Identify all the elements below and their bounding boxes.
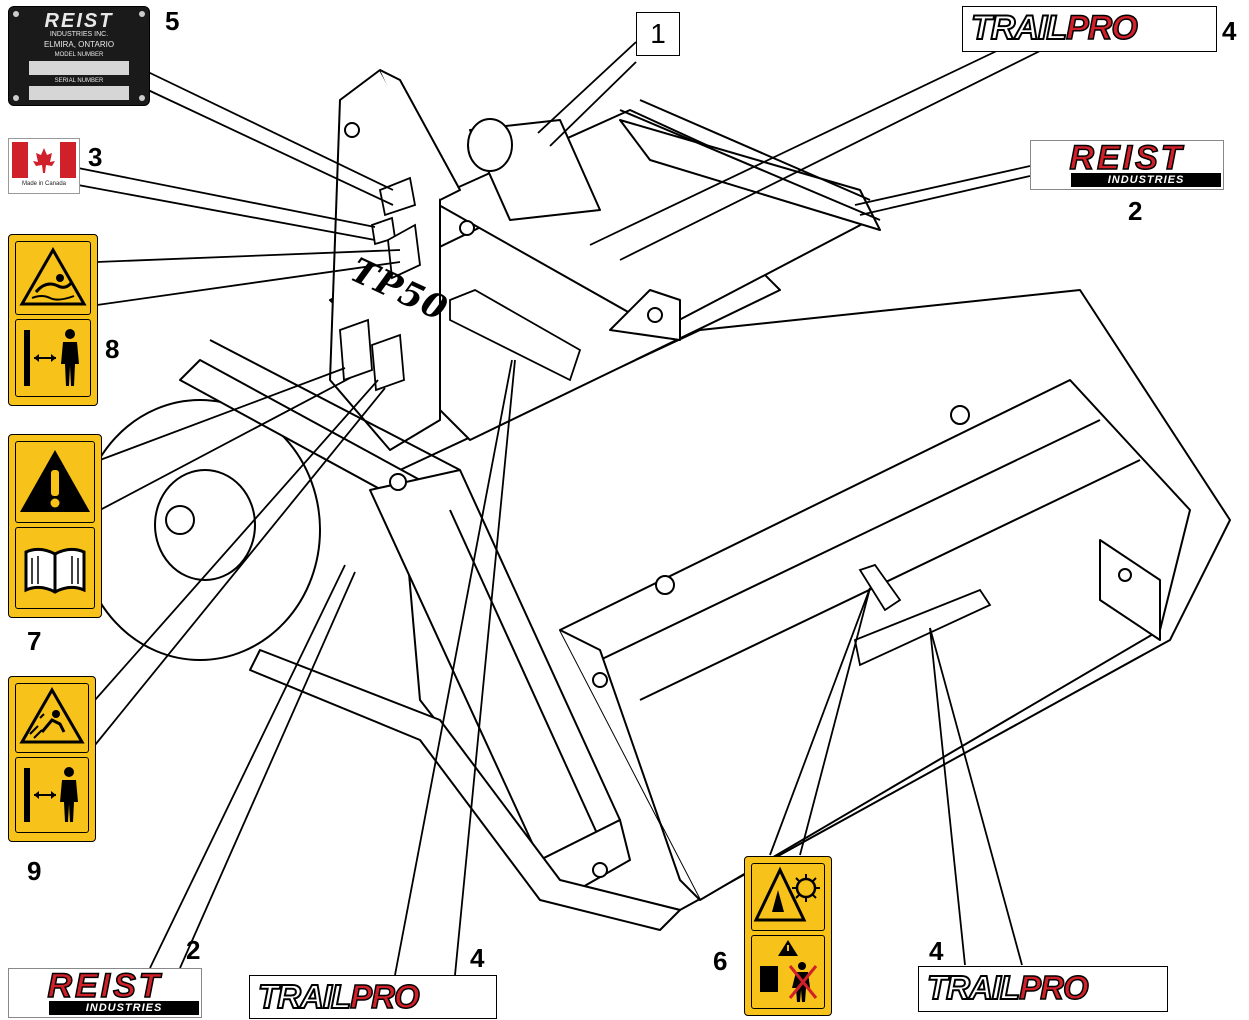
trailpro-pro-text: PRO (349, 978, 420, 1015)
reist-brand-text: REIST (47, 966, 163, 1006)
caution-triangle-icon (20, 450, 90, 512)
thrown-object-warning-decal (8, 676, 96, 842)
trailpro-decal-top: TRAILPRO (962, 6, 1217, 52)
callout-8: 8 (105, 334, 120, 364)
plate-model-label: MODEL NUMBER (54, 52, 104, 58)
rotor-hazard-decal (744, 856, 832, 1016)
trailpro-decal-right: TRAILPRO (918, 966, 1168, 1012)
plate-serial-field (29, 86, 129, 100)
keep-distance-icon (24, 329, 79, 386)
trailpro-trail-text: TRAIL (926, 969, 1021, 1006)
plate-rivet-icon (13, 95, 19, 101)
thrown-object-hazard-icon (19, 686, 85, 744)
decal-spot-6 (858, 563, 902, 612)
plate-subtitle: INDUSTRIES INC. (49, 31, 109, 38)
callout-2-bottom: 2 (186, 935, 201, 965)
trailpro-trail-text: TRAIL (257, 978, 352, 1015)
plate-model-field (29, 61, 129, 75)
plate-rivet-icon (13, 11, 19, 17)
callout-5: 5 (165, 6, 180, 36)
canada-flag-icon (12, 142, 76, 178)
decal-spot-4-mid (449, 289, 582, 382)
callout-4-top: 4 (1222, 16, 1237, 46)
entanglement-hazard-icon (19, 246, 87, 306)
plate-serial-label: SERIAL NUMBER (54, 78, 104, 84)
flag-caption: Made in Canada (21, 181, 67, 187)
serial-plate-decal: REIST INDUSTRIES INC. ELMIRA, ONTARIO MO… (8, 6, 150, 106)
decal-spot-7 (339, 318, 373, 382)
reist-sub-text: INDUSTRIES (49, 1001, 199, 1015)
stay-clear-icon (760, 940, 818, 1002)
plate-brand: REIST (44, 10, 114, 32)
reist-brand-text: REIST (1069, 138, 1185, 178)
plate-location: ELMIRA, ONTARIO (43, 40, 115, 49)
callout-2-right: 2 (1128, 196, 1143, 226)
read-manual-decal (8, 434, 102, 618)
entanglement-warning-decal (8, 234, 98, 406)
callout-3: 3 (88, 142, 103, 172)
decal-spot-9 (371, 333, 405, 392)
plate-rivet-icon (139, 95, 145, 101)
reist-decal-bottom: REIST INDUSTRIES (8, 966, 202, 1018)
reist-decal-right: REIST INDUSTRIES (1030, 138, 1224, 190)
made-in-canada-decal: Made in Canada (8, 138, 80, 194)
manual-book-icon (24, 547, 86, 594)
trailpro-decal-middle: TRAILPRO (249, 975, 497, 1019)
callout-7: 7 (27, 626, 42, 656)
callout-6: 6 (713, 946, 728, 976)
reist-sub-text: INDUSTRIES (1071, 173, 1221, 187)
keep-distance-icon (24, 767, 78, 822)
trailpro-trail-text: TRAIL (970, 9, 1068, 47)
callout-4-right: 4 (929, 936, 944, 966)
rotor-contact-hazard-icon (753, 866, 820, 922)
trailpro-pro-text: PRO (1065, 9, 1138, 47)
callout-4-middle: 4 (470, 943, 485, 973)
plate-rivet-icon (139, 11, 145, 17)
callout-1: 1 (636, 12, 680, 56)
trailpro-pro-text: PRO (1018, 969, 1089, 1006)
callout-9: 9 (27, 856, 42, 886)
